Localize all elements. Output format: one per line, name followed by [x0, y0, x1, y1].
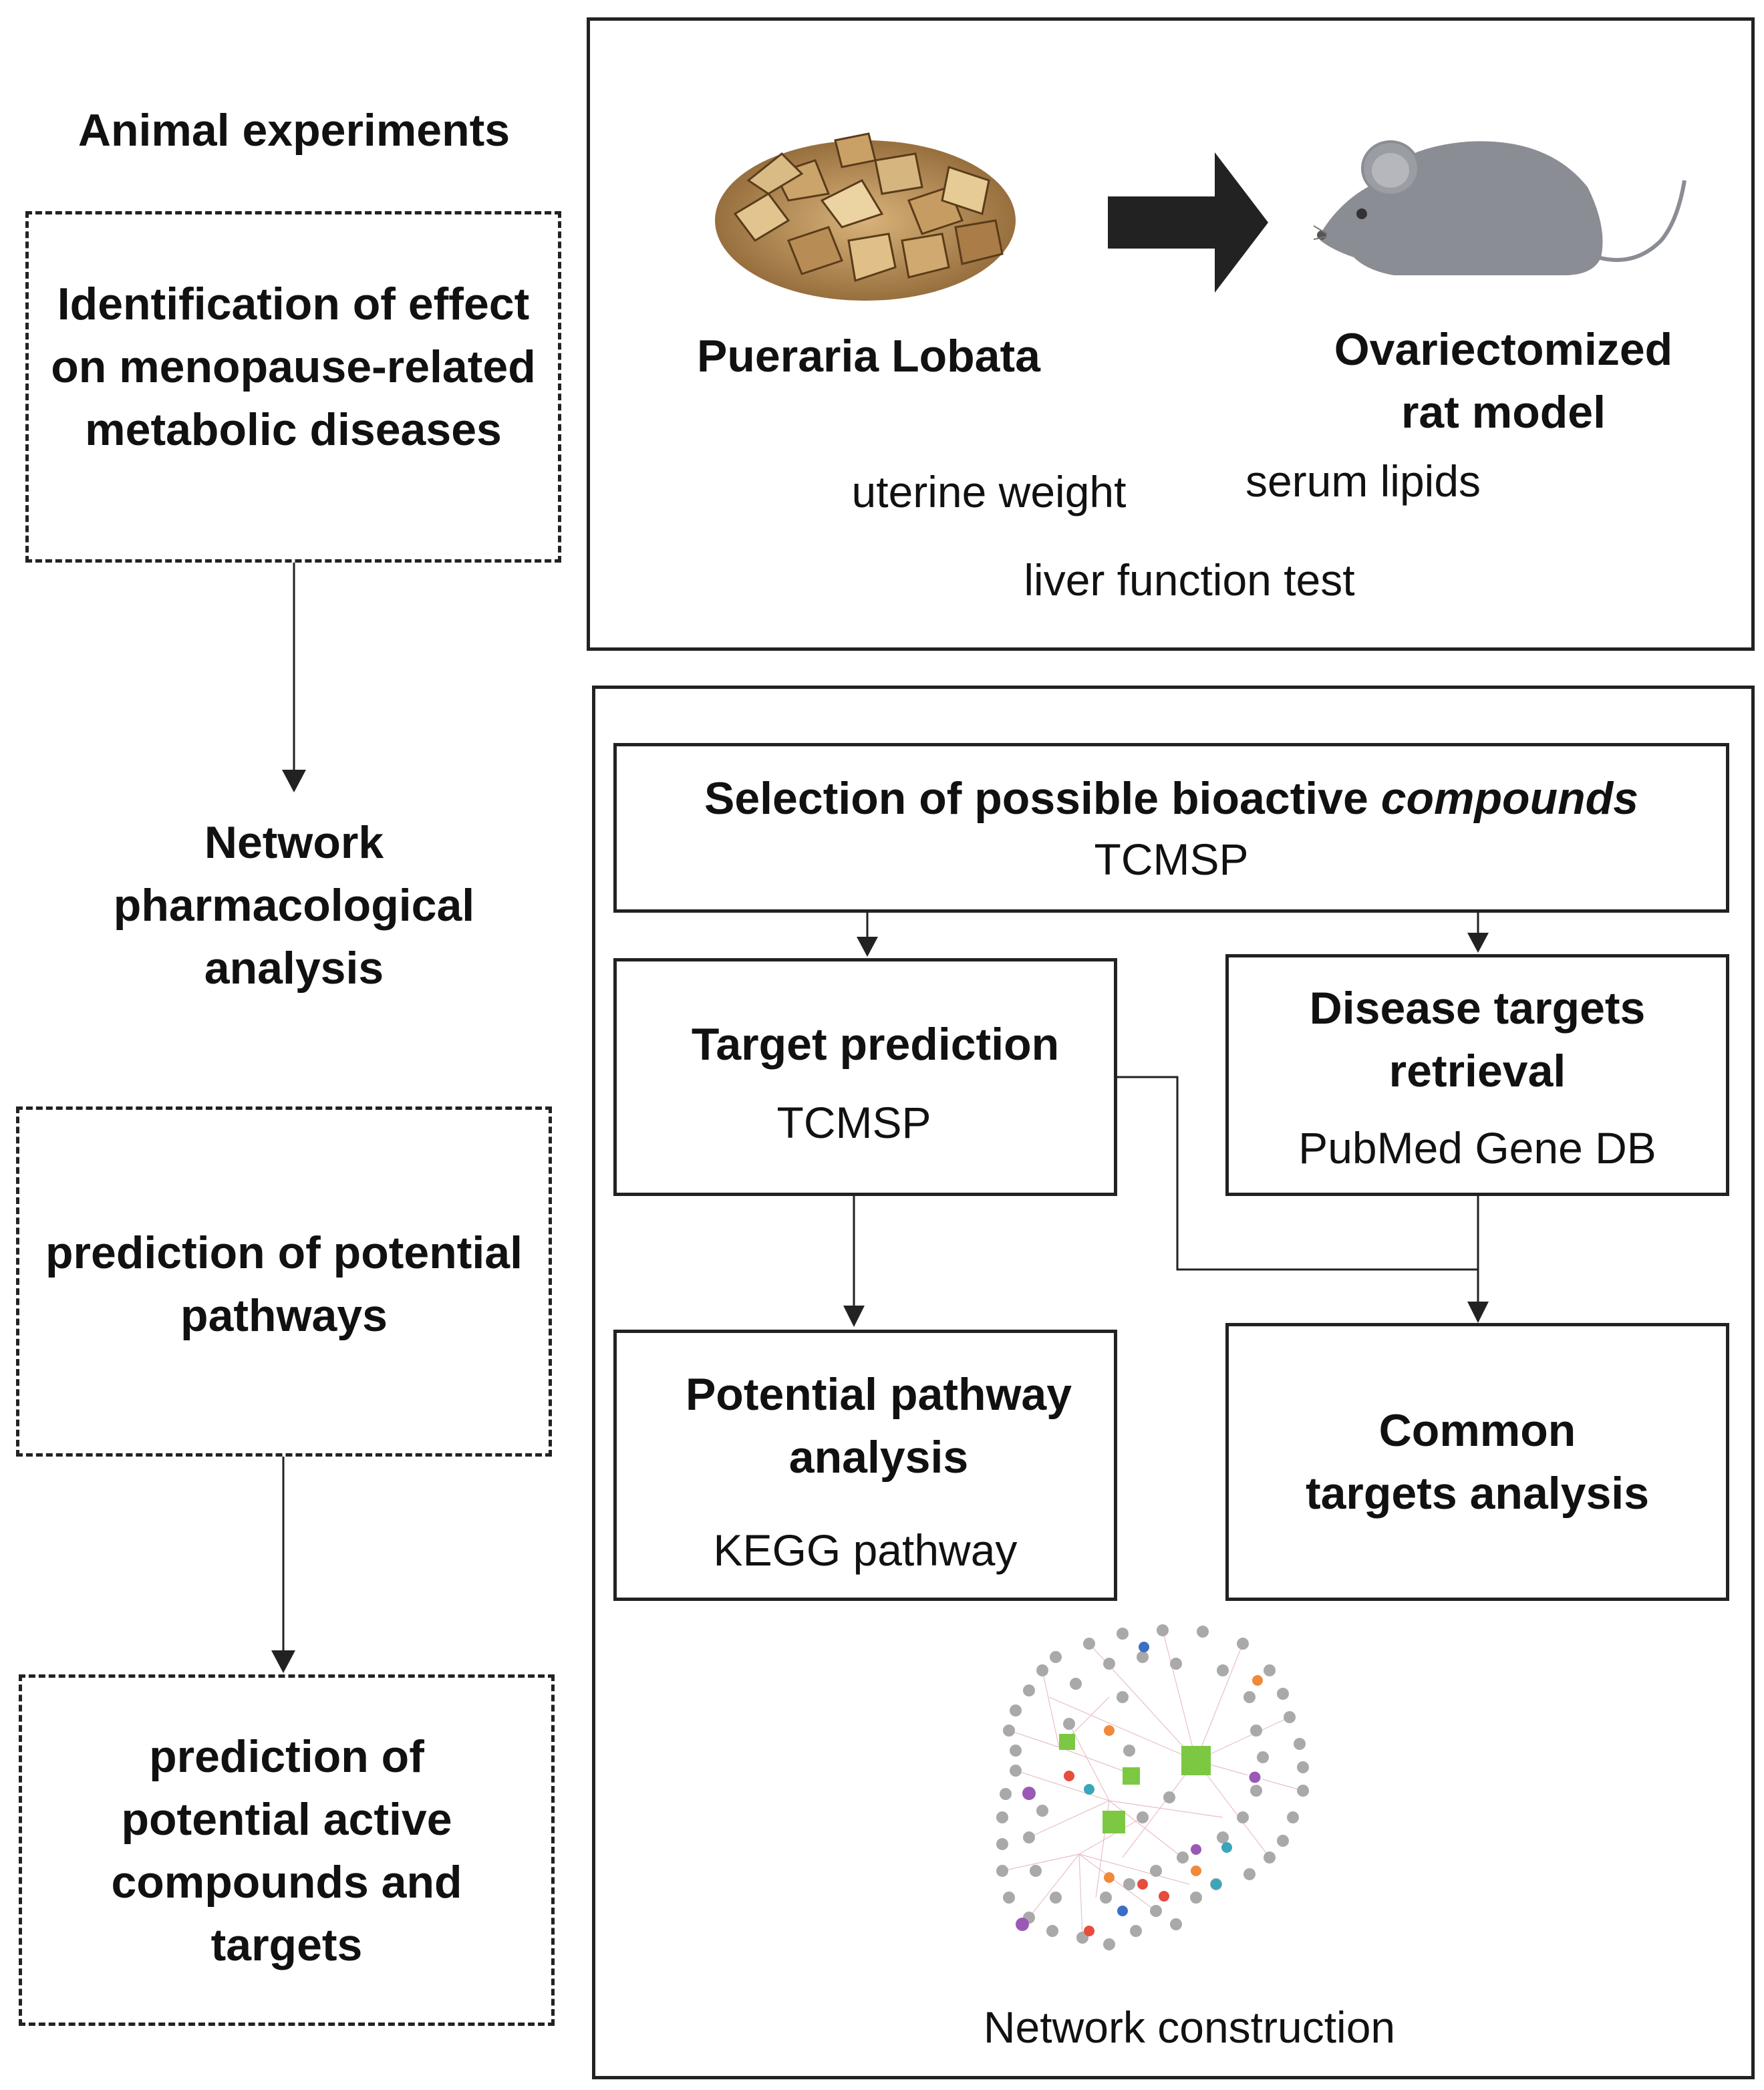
- selection-title: Selection of possible bioactive compound…: [613, 767, 1729, 830]
- serum-lipids-label: serum lipids: [1245, 456, 1481, 506]
- identification-text: Identification of effect on menopause-re…: [51, 279, 536, 455]
- pathway-analysis-box: [613, 1330, 1117, 1601]
- disease-title-line1: Disease targets: [1309, 983, 1646, 1034]
- pathway-title-line1: Potential pathway: [685, 1369, 1072, 1420]
- uterine-weight-label: uterine weight: [851, 467, 1127, 516]
- identification-box: [25, 211, 561, 563]
- pueraria-lobata-image: [715, 132, 1016, 301]
- disease-title-line2: retrieval: [1388, 1046, 1566, 1096]
- big-right-arrow-icon: [1108, 152, 1268, 293]
- common-title-line1: Common: [1378, 1405, 1576, 1456]
- animal-experiments-label: Animal experiments: [78, 105, 510, 156]
- network-graph-image: [996, 1624, 1309, 1950]
- selection-box: [613, 743, 1729, 913]
- prediction-compounds-text: prediction of potential active compounds…: [111, 1731, 462, 1970]
- selection-title-italic: compounds: [1380, 773, 1639, 824]
- common-targets-box: [1225, 1323, 1729, 1601]
- disease-sub: PubMed Gene DB: [1298, 1123, 1656, 1173]
- target-prediction-box: [613, 958, 1117, 1196]
- ovx-label-line1: Ovariectomized: [1334, 324, 1673, 375]
- liver-function-label: liver function test: [1024, 555, 1355, 605]
- target-prediction-sub: TCMSP: [776, 1098, 931, 1147]
- pueraria-label: Pueraria Lobata: [697, 331, 1040, 382]
- prediction-compounds-box: [19, 1674, 555, 2026]
- disease-targets-box: [1225, 954, 1729, 1196]
- pathway-title-line2: analysis: [788, 1432, 969, 1483]
- target-prediction-title: Target prediction: [691, 1019, 1060, 1070]
- rat-icon: [1314, 140, 1686, 275]
- pathway-sub: KEGG pathway: [713, 1525, 1018, 1575]
- selection-title-prefix: Selection of possible bioactive: [704, 773, 1381, 824]
- common-title-line2: targets analysis: [1305, 1468, 1650, 1519]
- animal-experiment-panel: [587, 17, 1755, 651]
- network-construction-caption: Network construction: [983, 2002, 1396, 2052]
- ovx-label-line2: rat model: [1401, 387, 1606, 438]
- prediction-pathways-box: [16, 1106, 552, 1457]
- selection-sub: TCMSP: [1094, 835, 1249, 884]
- prediction-pathways-text: prediction of potential pathways: [45, 1227, 523, 1341]
- network-pharmacological-label: Network pharmacological analysis: [113, 817, 475, 994]
